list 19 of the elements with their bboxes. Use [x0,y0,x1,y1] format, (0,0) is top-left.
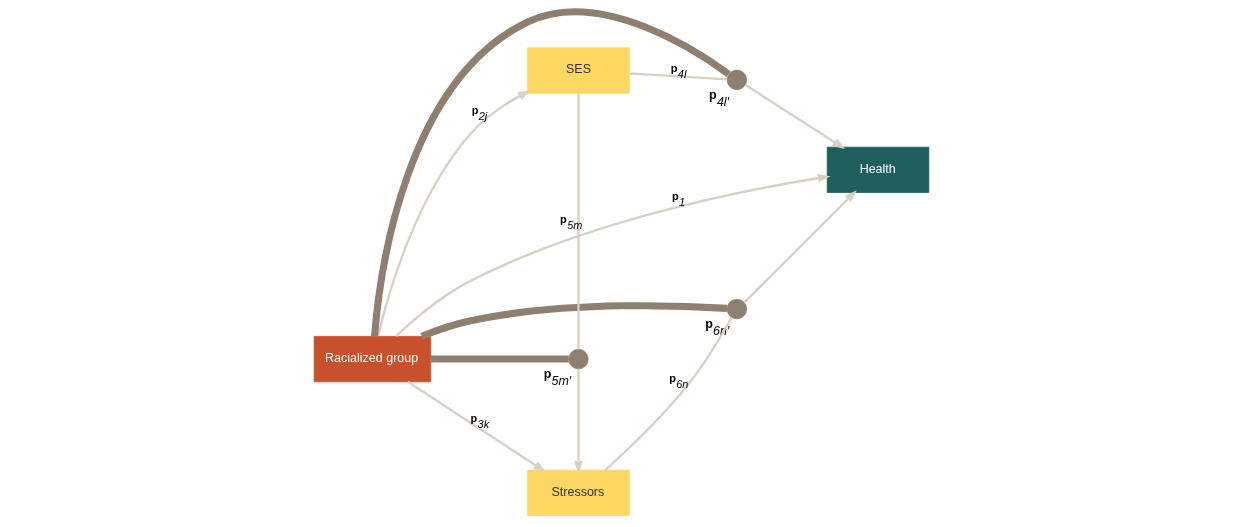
node-box: Racialized group [313,336,432,383]
node-circle [726,69,748,91]
connector [577,93,580,350]
connector [629,72,728,81]
arrow [376,90,531,337]
connector [604,316,733,471]
arrow [574,369,583,474]
node-circle [568,348,589,370]
arrow [744,83,845,150]
node-box: Health [826,146,930,193]
connector [430,355,569,363]
arrow [395,173,831,337]
arrow [743,190,857,304]
node-box: SES [527,47,630,94]
connector [371,8,731,337]
connector [420,302,728,340]
node-circle [726,298,748,320]
arrow [407,380,546,472]
node-box: Stressors [527,469,630,516]
